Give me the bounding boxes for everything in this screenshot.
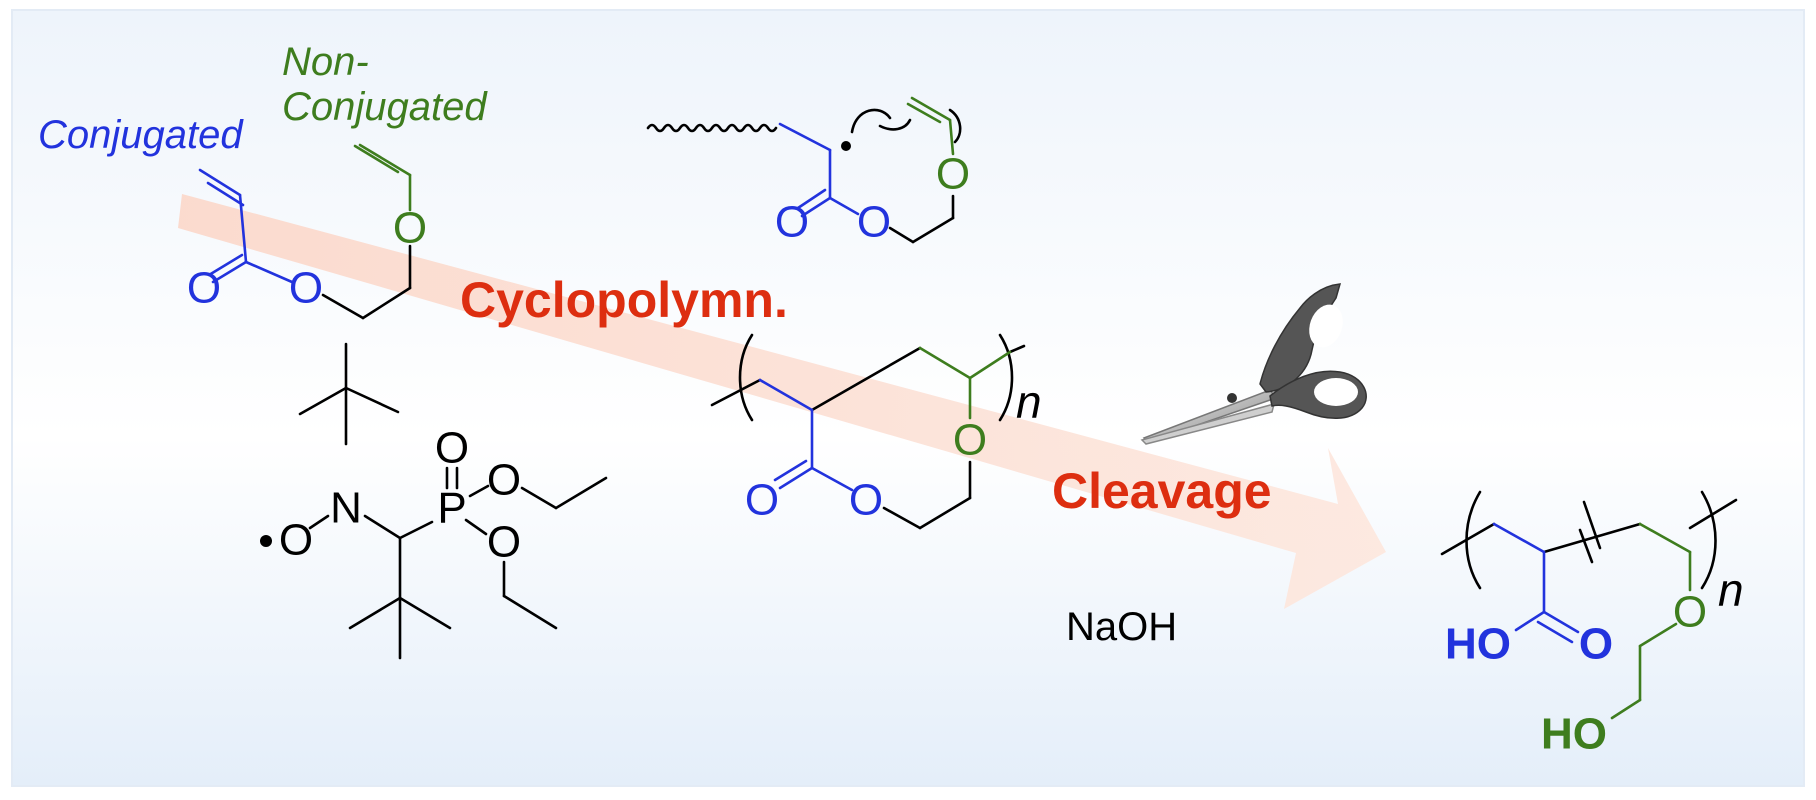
- atom-o-carbonyl-3: O: [745, 476, 779, 525]
- atom-ho-alcohol: HO: [1541, 710, 1607, 759]
- bracket-right: [998, 333, 1014, 422]
- atom-o-carbonyl: O: [187, 264, 221, 313]
- atom-p: P: [437, 484, 466, 533]
- atom-o-nitroxide: O: [279, 516, 313, 565]
- monomer-structure: O O O: [187, 143, 427, 320]
- radical-intermediate: O O O: [646, 96, 970, 247]
- bracket-left: [738, 333, 754, 422]
- atom-ho-acid: HO: [1445, 620, 1511, 669]
- cleavage-label: Cleavage: [1052, 463, 1272, 519]
- curved-arrow-left: [850, 108, 892, 134]
- atom-o-ester-2: O: [857, 198, 891, 247]
- product-structure: HO O O HO n: [1440, 490, 1744, 759]
- atom-o-vinyl-ether: O: [393, 204, 427, 253]
- radical-dot-nitroxide: [260, 535, 272, 547]
- radical-dot: [841, 141, 851, 151]
- cyclopolymerization-label: Cyclopolymn.: [460, 272, 788, 328]
- polymer-chain-wavy: [646, 123, 778, 133]
- nitroxide-initiator: N O P O O O: [260, 342, 608, 660]
- atom-o-ring-ether: O: [953, 416, 987, 465]
- curved-arrow-head: [948, 108, 962, 144]
- cyclopolymer-structure: O O O n: [710, 333, 1042, 530]
- atom-o-ethoxy-2: O: [487, 518, 521, 567]
- atom-o-ester: O: [289, 264, 323, 313]
- non-conjugated-label-line1: Non-: [282, 40, 369, 84]
- repeat-unit-n-product: n: [1718, 564, 1744, 616]
- conjugated-label: Conjugated: [38, 113, 244, 157]
- atom-o-ether-product: O: [1673, 588, 1707, 637]
- reagent-naoh: NaOH: [1066, 605, 1177, 649]
- atom-o-carbonyl-2: O: [775, 198, 809, 247]
- atom-n: N: [330, 484, 362, 533]
- non-conjugated-label-line2: Conjugated: [282, 85, 488, 129]
- atom-o-ethoxy-1: O: [487, 456, 521, 505]
- atom-o-vinyl-ether-2: O: [936, 150, 970, 199]
- repeat-unit-n-middle: n: [1016, 376, 1042, 428]
- process-arrow: [178, 194, 1386, 609]
- bracket-right-product: [1700, 490, 1717, 590]
- atom-o-phosphoryl: O: [435, 424, 469, 473]
- curved-arrow-right: [878, 118, 912, 131]
- atom-o-ester-3: O: [849, 476, 883, 525]
- atom-o-acid-carbonyl: O: [1579, 620, 1613, 669]
- scissors-icon: [1140, 283, 1367, 445]
